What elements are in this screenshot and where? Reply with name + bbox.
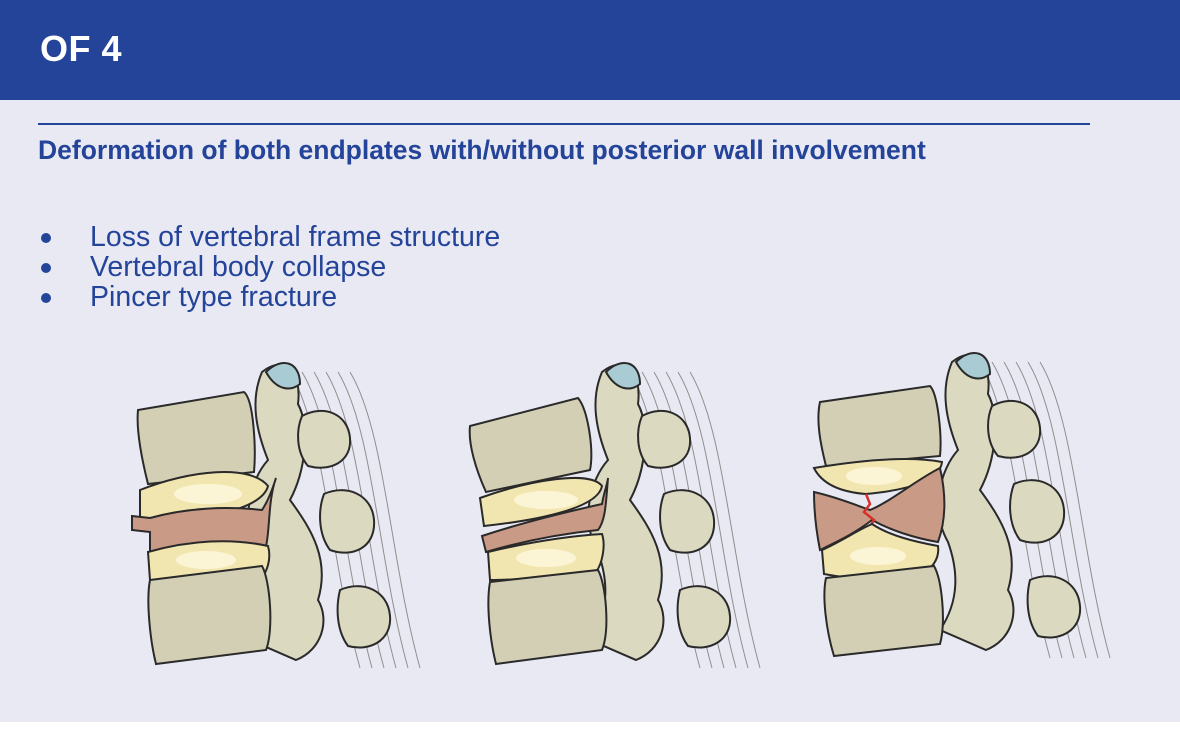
bullet-icon — [41, 263, 51, 273]
page-title: OF 4 — [40, 28, 123, 69]
bullet-item: Pincer type fracture — [38, 282, 500, 312]
illustrations-figure — [131, 351, 1111, 669]
bullet-text: Vertebral body collapse — [90, 251, 387, 283]
section-heading: Deformation of both endplates with/witho… — [38, 135, 926, 165]
bullet-icon — [41, 293, 51, 303]
bullet-text: Pincer type fracture — [90, 281, 338, 313]
bullet-icon — [41, 233, 51, 243]
divider — [38, 123, 1090, 125]
bullet-item: Vertebral body collapse — [38, 252, 500, 282]
header-bar: OF 4 — [0, 0, 1180, 100]
pincer-fracture-illustration — [812, 351, 1111, 659]
bullet-text: Loss of vertebral frame structure — [90, 221, 501, 253]
bullet-list: Loss of vertebral frame structure Verteb… — [38, 222, 500, 312]
vertebral-collapse-illustration — [131, 361, 421, 669]
vertebral-collapse-illustration — [468, 361, 761, 669]
bullet-item: Loss of vertebral frame structure — [38, 222, 500, 252]
